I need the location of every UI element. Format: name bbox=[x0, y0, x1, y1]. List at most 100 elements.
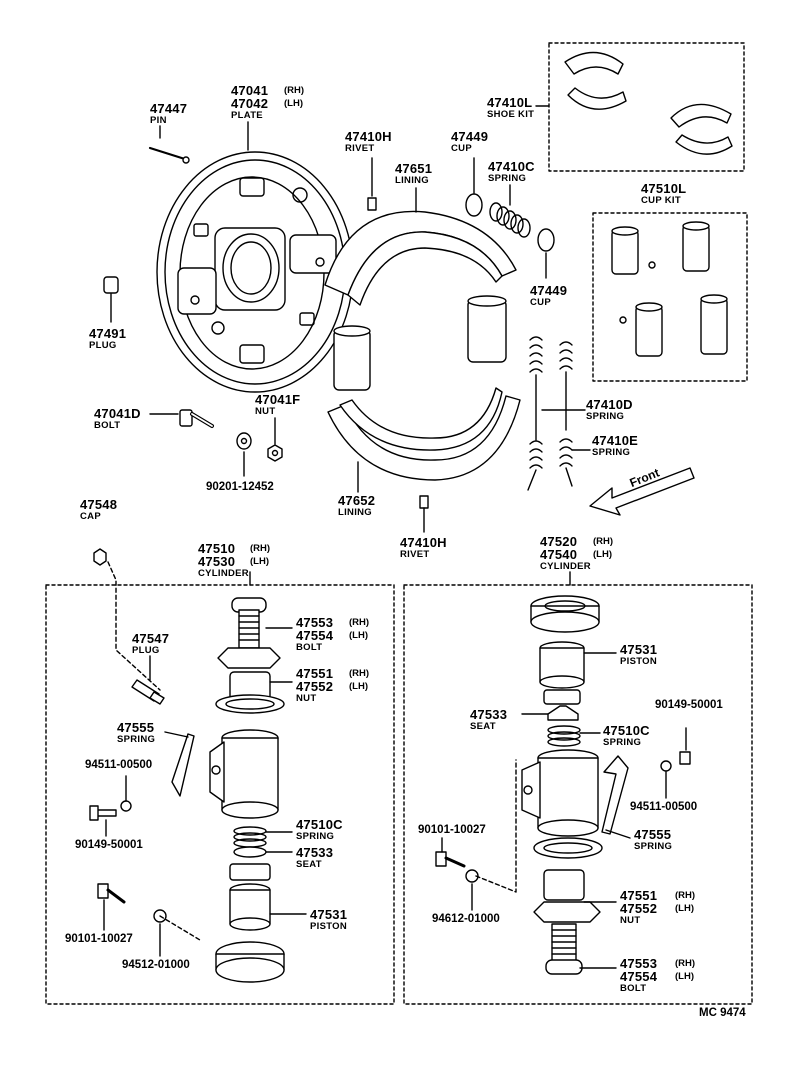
label-cup-mid-num: 47449 bbox=[530, 283, 568, 298]
label-piston-left-num: 47531 bbox=[310, 907, 348, 922]
label-nut-top-name: NUT bbox=[255, 406, 276, 417]
label-nut-left-lh: (LH) bbox=[349, 681, 368, 692]
label-rivet-bottom-name: RIVET bbox=[400, 549, 430, 560]
label-bolt-left-lh-num: 47554 bbox=[296, 628, 334, 643]
spring-c-top bbox=[489, 202, 531, 238]
cup-right-top bbox=[530, 595, 600, 633]
label-bolt-left-rh: (RH) bbox=[349, 617, 370, 628]
front-arrow bbox=[589, 467, 695, 516]
label-plate-rh: (RH) bbox=[284, 85, 305, 96]
label-washer-top: 90201-12452 bbox=[206, 481, 274, 493]
label-cyl-right-rh: (RH) bbox=[593, 536, 614, 547]
label-bolt-right-rh: (RH) bbox=[675, 958, 696, 969]
spring-e bbox=[559, 341, 573, 487]
label-plug-top-num: 47491 bbox=[89, 326, 127, 341]
label-cup-top-name: CUP bbox=[451, 143, 472, 154]
label-nut-right-rh: (RH) bbox=[675, 890, 696, 901]
label-shoe-kit-name: SHOE KIT bbox=[487, 109, 535, 120]
label-nut-right-name: NUT bbox=[620, 915, 641, 926]
label-plate-lh-num: 47042 bbox=[231, 96, 269, 111]
label-spring-e-name: SPRING bbox=[592, 447, 631, 458]
label-pin-name: PIN bbox=[150, 115, 167, 126]
label-bolt-left-bottom: 90101-10027 bbox=[65, 933, 133, 945]
shoe-kit-box bbox=[548, 42, 745, 172]
label-plate-name: PLATE bbox=[231, 110, 263, 121]
label-spring-e-num: 47410E bbox=[592, 433, 639, 448]
cup-kit-cups bbox=[611, 221, 728, 357]
label-plug-left-name: PLUG bbox=[132, 645, 160, 656]
label-spring-left-555-num: 47555 bbox=[117, 720, 155, 735]
label-nut-left-rh: (RH) bbox=[349, 668, 370, 679]
left-cylinder-box bbox=[45, 584, 395, 1005]
spring-left-555 bbox=[171, 733, 195, 797]
bolt-right bbox=[545, 923, 583, 975]
label-plate-lh: (LH) bbox=[284, 98, 303, 109]
label-nut-left-name: NUT bbox=[296, 693, 317, 704]
label-cyl-right-lh-num: 47540 bbox=[540, 547, 578, 562]
label-spring-c-top-num: 47410C bbox=[488, 159, 535, 174]
label-rivet-top-num: 47410H bbox=[345, 129, 392, 144]
seat-right bbox=[547, 705, 579, 721]
label-cyl-right-name: CYLINDER bbox=[540, 561, 591, 572]
bolt-left bbox=[217, 597, 281, 669]
plug-left-part bbox=[131, 679, 165, 705]
label-bolt-top-name: BOLT bbox=[94, 420, 121, 431]
label-bolt-top-num: 47041D bbox=[94, 406, 141, 421]
nut-right bbox=[533, 869, 601, 923]
label-screw-right: 90149-50001 bbox=[655, 699, 723, 711]
label-cyl-left-lh-num: 47530 bbox=[198, 554, 236, 569]
plug-part bbox=[103, 276, 119, 294]
label-cyl-left-rh: (RH) bbox=[250, 543, 271, 554]
label-nut-right-rh-num: 47551 bbox=[620, 888, 658, 903]
label-spring-d-num: 47410D bbox=[586, 397, 633, 412]
label-lining-top-num: 47651 bbox=[395, 161, 433, 176]
spring-right-510c bbox=[547, 725, 581, 747]
label-piston-right-num: 47531 bbox=[620, 642, 658, 657]
label-washer-left: 94511-00500 bbox=[85, 759, 153, 771]
label-nut-top-num: 47041F bbox=[255, 392, 301, 407]
footer-code: MC 9474 bbox=[699, 1007, 746, 1019]
label-shoe-kit-num: 47410L bbox=[487, 95, 533, 110]
label-cap-num: 47548 bbox=[80, 497, 118, 512]
label-plug-top-name: PLUG bbox=[89, 340, 117, 351]
label-spring-c-top-name: SPRING bbox=[488, 173, 527, 184]
label-bolt-left-lh: (LH) bbox=[349, 630, 368, 641]
label-seat-right-num: 47533 bbox=[470, 707, 508, 722]
label-spring-right-555-num: 47555 bbox=[634, 827, 672, 842]
backing-plate bbox=[156, 151, 354, 393]
label-nut-right-lh: (LH) bbox=[675, 903, 694, 914]
label-bolt-right-lh-num: 47554 bbox=[620, 969, 658, 984]
label-seat-right-name: SEAT bbox=[470, 721, 496, 732]
label-bolt-left-name: BOLT bbox=[296, 642, 323, 653]
nut-left bbox=[215, 671, 285, 714]
label-spring-left-510c-name: SPRING bbox=[296, 831, 335, 842]
label-lining-bottom-num: 47652 bbox=[338, 493, 376, 508]
label-cup-top-num: 47449 bbox=[451, 129, 489, 144]
label-cup-mid-name: CUP bbox=[530, 297, 551, 308]
label-seat-left-num: 47533 bbox=[296, 845, 334, 860]
label-bolt-right-lh: (LH) bbox=[675, 971, 694, 982]
label-bolt-right-name: BOLT bbox=[620, 983, 647, 994]
label-cyl-left-name: CYLINDER bbox=[198, 568, 249, 579]
label-cup-kit-num: 47510L bbox=[641, 181, 687, 196]
label-screw-left: 90149-50001 bbox=[75, 839, 143, 851]
spring-left-510c bbox=[233, 826, 267, 848]
spring-right-555 bbox=[601, 755, 629, 835]
right-cylinder-body bbox=[521, 749, 603, 859]
label-spring-right-555-name: SPRING bbox=[634, 841, 673, 852]
shoe-wheel-cylinder-right bbox=[467, 295, 507, 363]
label-spring-right-510c-num: 47510C bbox=[603, 723, 650, 738]
shoe-wheel-cylinder-left bbox=[333, 325, 371, 391]
cap-part bbox=[93, 548, 107, 566]
label-lining-bottom-name: LINING bbox=[338, 507, 372, 518]
label-spring-d-name: SPRING bbox=[586, 411, 625, 422]
shoe-kit-shoes bbox=[564, 51, 733, 155]
spring-d bbox=[527, 336, 543, 491]
cup-kit-box bbox=[592, 212, 748, 382]
label-nut-left-lh-num: 47552 bbox=[296, 679, 334, 694]
label-cyl-right-lh: (LH) bbox=[593, 549, 612, 560]
label-spring-left-555-name: SPRING bbox=[117, 734, 156, 745]
label-piston-left-name: PISTON bbox=[310, 921, 347, 932]
label-bolt-right-bottom: 90101-10027 bbox=[418, 824, 486, 836]
